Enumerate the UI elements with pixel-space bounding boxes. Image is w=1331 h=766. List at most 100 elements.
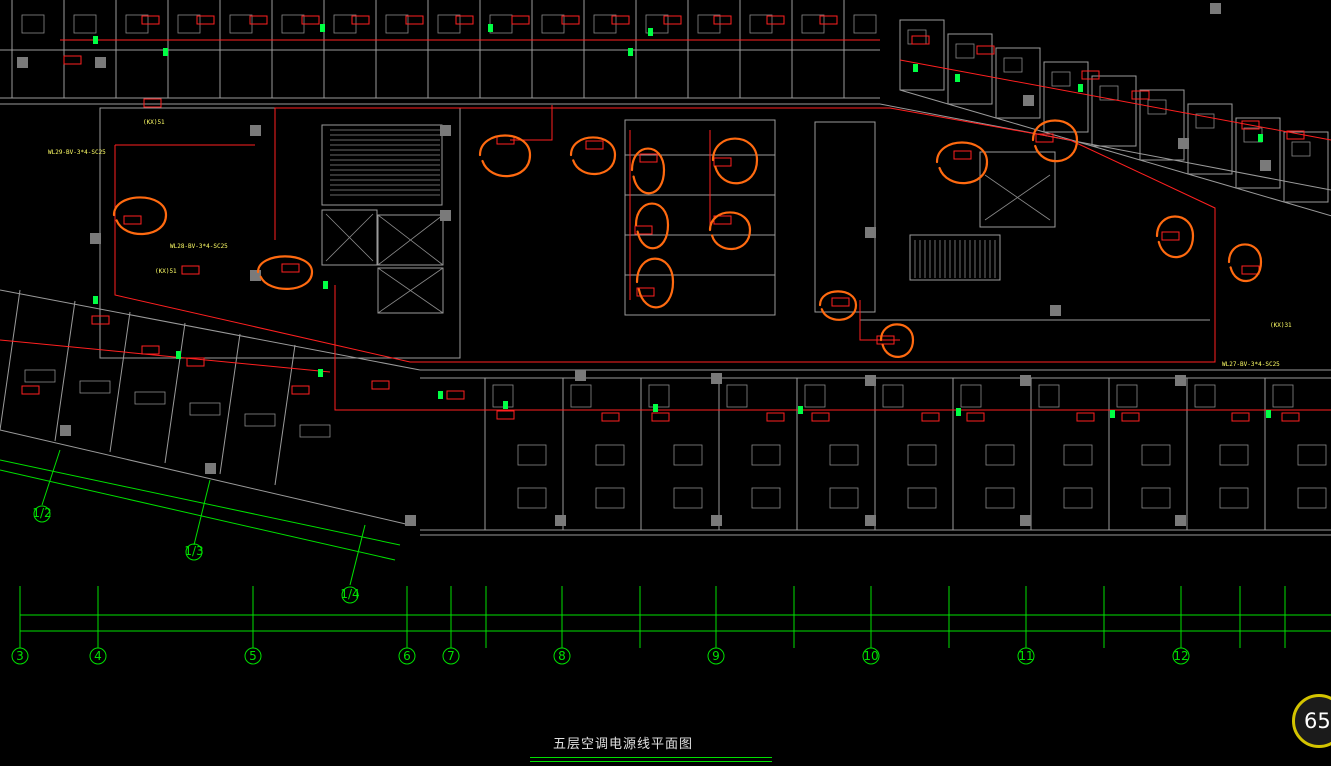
ac-unit [301, 15, 320, 25]
switch-symbol [1266, 410, 1271, 418]
office-block [624, 119, 776, 316]
ac-unit [911, 35, 930, 45]
elevator-x [984, 174, 1051, 221]
ac-unit [123, 215, 142, 225]
ac-unit [651, 412, 670, 422]
switch-symbol [628, 48, 633, 56]
bed-outline [751, 487, 781, 509]
ac-unit [455, 15, 474, 25]
ac-unit [351, 15, 370, 25]
ac-unit [1076, 412, 1095, 422]
cable-tag-1: WL29-BV-3*4-SC25 [48, 149, 106, 156]
axis-bubble-circle [33, 505, 51, 523]
switch-symbol [176, 351, 181, 359]
column [1175, 515, 1186, 526]
box-tag-1: (KX)51 [143, 119, 165, 126]
axis-bubble-label: 8 [558, 649, 566, 663]
toilet-block [814, 121, 876, 313]
switch-symbol [93, 296, 98, 304]
markup-circle [935, 141, 989, 185]
wing-partition [0, 289, 21, 431]
axis-bubble-label: 1/4 [340, 587, 359, 601]
switch-symbol [798, 406, 803, 414]
bed-outline [595, 487, 625, 509]
bath-fixture [960, 384, 982, 408]
wall-diag [1187, 173, 1237, 189]
wall-diag [1283, 201, 1331, 217]
ac-unit [831, 297, 850, 307]
zoom-level-badge[interactable]: 65 [1292, 694, 1331, 748]
cable-tag-3: WL27-BV-3*4-SC25 [1222, 361, 1280, 368]
switch-symbol [913, 64, 918, 72]
bed-outline [1063, 487, 1093, 509]
wall-diag [1091, 145, 1141, 161]
column [95, 57, 106, 68]
axis-bubble-circle [707, 647, 725, 665]
room-block [1283, 131, 1329, 203]
elevator-4 [979, 151, 1056, 228]
axis-bubble-label: 1/2 [32, 506, 51, 520]
ac-unit [1231, 412, 1250, 422]
stair-2 [909, 234, 1001, 281]
switches [93, 24, 1271, 418]
structural-columns [17, 3, 1271, 526]
elevator-x [377, 214, 444, 266]
wing-wall-top [0, 289, 421, 371]
ac-unit [141, 15, 160, 25]
markup-circle [1155, 215, 1195, 259]
bed-outline [1195, 113, 1215, 129]
ac-unit [766, 412, 785, 422]
room-fixture [385, 14, 409, 34]
axis-bubble-label: 5 [249, 649, 257, 663]
room-fixture [489, 14, 513, 34]
bath-fixture [804, 384, 826, 408]
column [205, 463, 216, 474]
ac-unit [249, 15, 268, 25]
switch-symbol [323, 281, 328, 289]
ac-unit [639, 153, 658, 163]
bed-outline [1141, 487, 1171, 509]
elevator-x [325, 213, 374, 262]
bath-fixture [726, 384, 748, 408]
ac-unit [291, 385, 310, 395]
bed-outline [751, 444, 781, 466]
axis-bubble-circle [11, 647, 29, 665]
ac-unit [819, 15, 838, 25]
ac-unit [663, 15, 682, 25]
bed-outline [79, 380, 111, 394]
axis-bubble-circle [89, 647, 107, 665]
ac-unit [953, 150, 972, 160]
room-block [899, 19, 945, 91]
bed-outline [517, 444, 547, 466]
column [1023, 95, 1034, 106]
power-branch [510, 105, 553, 141]
markup-circle [879, 323, 915, 358]
wing-partition [219, 333, 241, 475]
room-fixture [21, 14, 45, 34]
ac-unit [143, 98, 162, 108]
markup-circle [569, 136, 617, 176]
switch-symbol [318, 369, 323, 377]
wing-partition [54, 300, 76, 442]
bed-outline [907, 487, 937, 509]
bath-fixture [570, 384, 592, 408]
room-block [1091, 75, 1137, 147]
wall-upper-right-diag [879, 103, 1331, 191]
power-main-loop [114, 107, 1216, 363]
switch-symbol [503, 401, 508, 409]
bed-outline [134, 391, 166, 405]
ac-unit [1161, 231, 1180, 241]
column [440, 125, 451, 136]
column [1050, 305, 1061, 316]
bed-outline [985, 487, 1015, 509]
bed-outline [517, 487, 547, 509]
ac-unit [405, 15, 424, 25]
ac-unit [1281, 412, 1300, 422]
ac-unit [1286, 130, 1305, 140]
column [1020, 515, 1031, 526]
bed-outline [1051, 71, 1071, 87]
ac-unit [21, 385, 40, 395]
axis-bubble-circle [185, 543, 203, 561]
ac-unit [634, 225, 653, 235]
